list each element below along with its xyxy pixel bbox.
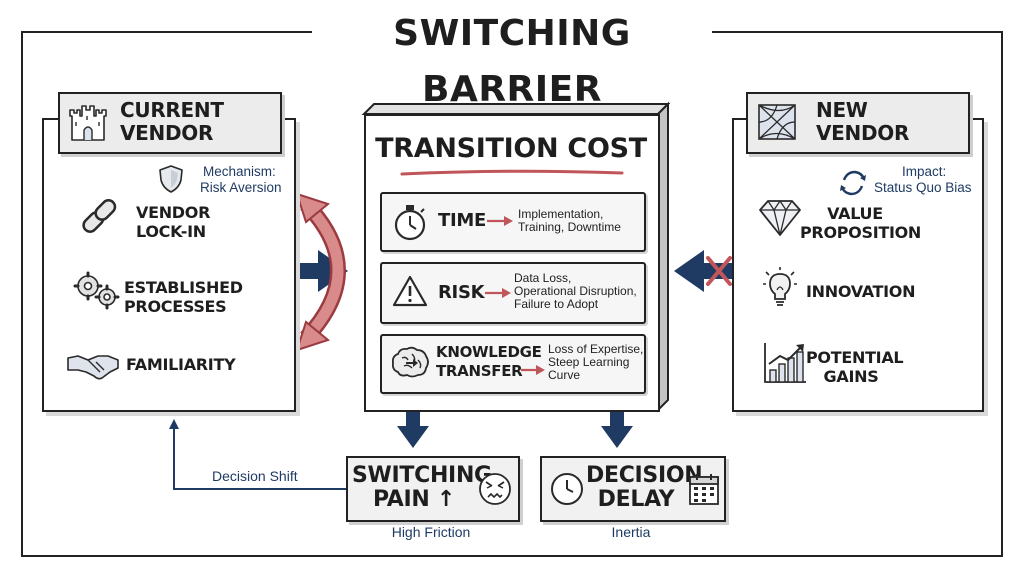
new-vendor-title: NEW VENDOR (816, 98, 910, 145)
decision-delay-title: DECISION DELAY (586, 463, 703, 512)
chain-link-icon (82, 199, 117, 233)
familiarity-label: FAMILIARITY (126, 355, 236, 374)
mechanism-value: Risk Aversion (200, 180, 282, 195)
potential-gains-label: POTENTIAL GAINS (806, 348, 904, 386)
risk-arrow (485, 288, 511, 298)
risk-desc: Data Loss, Operational Disruption, Failu… (514, 271, 637, 311)
value-proposition-label: VALUE PROPOSITION (800, 204, 922, 242)
time-label: TIME (438, 210, 486, 231)
growth-chart-icon (764, 343, 806, 383)
decision-delay-box: DECISION DELAY (540, 456, 726, 522)
established-processes-label: ESTABLISHED PROCESSES (124, 278, 243, 316)
calendar-icon (689, 474, 719, 505)
innovation-label: INNOVATION (806, 282, 916, 301)
decision-delay-caption: Inertia (611, 524, 651, 540)
time-row: TIME Implementation, Training, Downtime (380, 192, 646, 252)
network-icon (758, 104, 796, 140)
page-title: SWITCHING BARRIER (312, 6, 712, 110)
risk-row: RISK Data Loss, Operational Disruption, … (380, 262, 646, 324)
risk-label: RISK (438, 282, 485, 303)
stopwatch-icon (394, 205, 426, 241)
refresh-cycle-icon (840, 170, 866, 196)
outer-frame (21, 31, 1003, 557)
castle-icon (69, 105, 107, 141)
current-vendor-header: CURRENT VENDOR (58, 92, 282, 154)
impact-label: Impact: (902, 164, 947, 179)
resistance-curve-arrow (295, 192, 346, 352)
clock-icon (551, 473, 583, 505)
cost-to-delay-arrow (601, 410, 633, 448)
new-vendor-header: NEW VENDOR (746, 92, 970, 154)
decision-shift-connector (169, 419, 346, 490)
blocked-x-icon (706, 256, 732, 286)
new-vendor-panel (732, 118, 984, 412)
new-to-cost-arrow (674, 250, 734, 292)
handshake-icon (67, 355, 119, 380)
knowledge-transfer-desc: Loss of Expertise, Steep Learning Curve (548, 342, 644, 382)
decision-shift-label: Decision Shift (212, 468, 298, 484)
warning-icon (392, 275, 428, 307)
title-underline (400, 169, 624, 176)
diamond-icon (759, 199, 801, 236)
knowledge-transfer-row: KNOWLEDGE TRANSFER Loss of Expertise, St… (380, 334, 646, 394)
impact-value: Status Quo Bias (874, 180, 972, 195)
time-desc: Implementation, Training, Downtime (518, 207, 621, 234)
brain-icon (391, 346, 429, 378)
current-vendor-title: CURRENT VENDOR (120, 98, 224, 145)
mechanism-label: Mechanism: (203, 164, 276, 179)
transition-cost-title: TRANSITION COST (375, 133, 647, 164)
lightbulb-icon (763, 267, 797, 306)
gears-icon (73, 271, 120, 310)
switching-pain-title: SWITCHING PAIN ↑ (352, 463, 492, 512)
knowledge-arrow (521, 365, 545, 375)
switching-pain-caption: High Friction (391, 524, 471, 540)
time-arrow (487, 216, 513, 226)
switching-pain-box: SWITCHING PAIN ↑ (346, 456, 520, 522)
frustrated-face-icon (479, 473, 511, 505)
vendor-lock-in-label: VENDOR LOCK-IN (136, 203, 211, 241)
knowledge-transfer-label: KNOWLEDGE TRANSFER (436, 343, 542, 380)
cost-to-pain-arrow (397, 410, 429, 448)
shield-icon (159, 165, 183, 193)
